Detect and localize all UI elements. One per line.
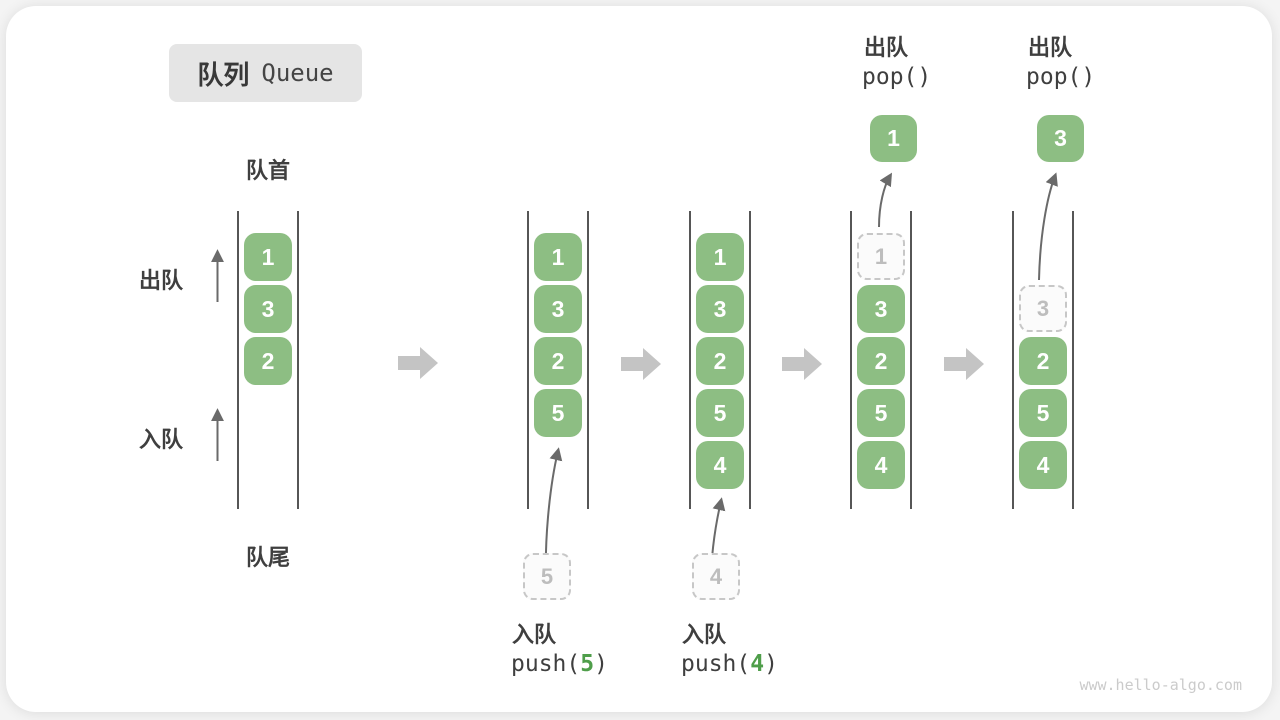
push5-call: push(5) <box>511 651 608 677</box>
title-box: 队列 Queue <box>169 44 362 102</box>
label-enqueue-side: 入队 <box>139 427 184 452</box>
push4-label-zh: 入队 <box>682 622 727 647</box>
pending-block-5: 5 <box>523 553 571 600</box>
queue2-block: 5 <box>534 389 582 437</box>
step-arrow-3 <box>782 348 822 380</box>
popped-block-1: 1 <box>870 115 917 162</box>
queue-walls-1 <box>237 211 299 509</box>
label-queue-front: 队首 <box>245 158 290 183</box>
pop3-label-zh: 出队 <box>1028 35 1073 60</box>
queue4-block: 2 <box>857 337 905 385</box>
queue3-block: 5 <box>696 389 744 437</box>
pending-block-4: 4 <box>692 553 740 600</box>
queue4-block: 3 <box>857 285 905 333</box>
queue3-block: 3 <box>696 285 744 333</box>
title-zh: 队列 <box>197 59 250 90</box>
queue3-block: 2 <box>696 337 744 385</box>
queue-walls-2 <box>527 211 589 509</box>
popped-block-3: 3 <box>1037 115 1084 162</box>
push5-call-prefix: push( <box>511 651 581 677</box>
push5-label-zh: 入队 <box>512 622 557 647</box>
queue4-ghost-block: 1 <box>857 233 905 280</box>
pop1-label-zh: 出队 <box>864 35 909 60</box>
push4-call-suffix: ) <box>764 651 778 677</box>
queue3-block: 1 <box>696 233 744 281</box>
pop3-call: pop() <box>1026 64 1096 90</box>
push4-call: push(4) <box>681 651 778 677</box>
queue-walls-3 <box>689 211 751 509</box>
queue-walls-4 <box>850 211 912 509</box>
push5-call-suffix: ) <box>594 651 608 677</box>
queue2-block: 3 <box>534 285 582 333</box>
step-arrow-4 <box>944 348 984 380</box>
queue2-block: 2 <box>534 337 582 385</box>
queue-walls-5 <box>1012 211 1074 509</box>
queue4-block: 5 <box>857 389 905 437</box>
queue3-block: 4 <box>696 441 744 489</box>
push4-call-prefix: push( <box>681 651 751 677</box>
watermark: www.hello-algo.com <box>1079 676 1242 694</box>
pop1-call: pop() <box>862 64 932 90</box>
step-arrow-2 <box>621 348 661 380</box>
queue1-block: 2 <box>244 337 292 385</box>
queue5-block: 4 <box>1019 441 1067 489</box>
queue4-block: 4 <box>857 441 905 489</box>
push4-call-arg: 4 <box>750 651 765 677</box>
label-dequeue-side: 出队 <box>139 268 184 293</box>
step-arrow-1 <box>398 347 438 379</box>
queue5-block: 5 <box>1019 389 1067 437</box>
queue5-ghost-block: 3 <box>1019 285 1067 332</box>
queue1-block: 1 <box>244 233 292 281</box>
queue5-block: 2 <box>1019 337 1067 385</box>
title-en: Queue <box>261 59 334 87</box>
queue2-block: 1 <box>534 233 582 281</box>
queue1-block: 3 <box>244 285 292 333</box>
push5-call-arg: 5 <box>580 651 595 677</box>
label-queue-rear: 队尾 <box>245 545 290 570</box>
